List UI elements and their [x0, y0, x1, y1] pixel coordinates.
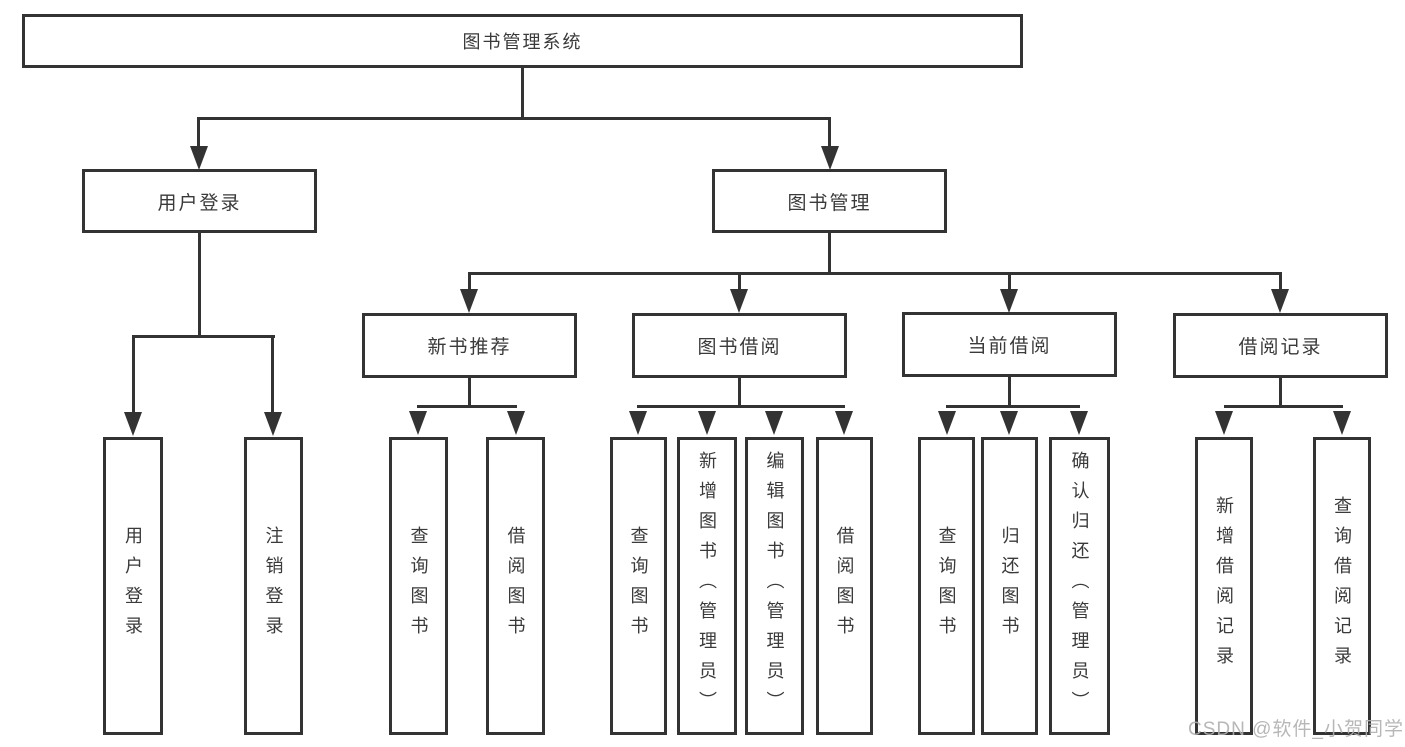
- leaf-add-book-admin: 新增图书（管理员）: [677, 437, 737, 735]
- arrow-down-icon: [629, 411, 647, 435]
- leaf-label: 查询借阅记录: [1332, 496, 1352, 676]
- connector-vline: [197, 117, 200, 147]
- leaf-label: 借阅图书: [505, 526, 526, 646]
- leaf-label: 归还图书: [999, 526, 1020, 646]
- connector-hline: [132, 335, 275, 338]
- arrow-down-icon: [124, 412, 142, 436]
- connector-vline: [521, 68, 524, 120]
- arrow-down-icon: [264, 412, 282, 436]
- connector-vline: [271, 335, 274, 413]
- csdn-watermark: CSDN @软件_小贺同学: [1188, 719, 1404, 740]
- leaf-label: 新增借阅记录: [1214, 496, 1234, 676]
- arrow-down-icon: [765, 411, 783, 435]
- leaf-logout: 注销登录: [244, 437, 303, 735]
- connector-vline: [1008, 377, 1011, 408]
- connector-hline: [417, 405, 517, 408]
- arrow-down-icon: [1271, 289, 1289, 313]
- node-user-login: 用户登录: [82, 169, 317, 233]
- leaf-confirm-return-admin: 确认归还（管理员）: [1049, 437, 1110, 735]
- connector-hline: [468, 272, 1281, 275]
- leaf-query-borrow-record: 查询借阅记录: [1313, 437, 1371, 735]
- leaf-label: 注销登录: [263, 526, 284, 646]
- leaf-add-borrow-record: 新增借阅记录: [1195, 437, 1253, 735]
- arrow-down-icon: [1215, 411, 1233, 435]
- connector-vline: [828, 117, 831, 147]
- connector-hline: [637, 405, 845, 408]
- connector-vline: [738, 378, 741, 408]
- connector-vline: [132, 335, 135, 413]
- arrow-down-icon: [190, 146, 208, 170]
- leaf-label: 查询图书: [408, 526, 429, 646]
- arrow-down-icon: [835, 411, 853, 435]
- arrow-down-icon: [1000, 411, 1018, 435]
- leaf-label: 用户登录: [123, 526, 143, 646]
- leaf-user-login: 用户登录: [103, 437, 163, 735]
- connector-vline: [1008, 272, 1011, 290]
- connector-vline: [198, 233, 201, 338]
- node-current-borrow: 当前借阅: [902, 312, 1117, 377]
- leaf-label: 查询图书: [628, 526, 649, 646]
- arrow-down-icon: [409, 411, 427, 435]
- connector-vline: [828, 233, 831, 274]
- node-book-management: 图书管理: [712, 169, 947, 233]
- connector-vline: [468, 272, 471, 290]
- arrow-down-icon: [460, 289, 478, 313]
- leaf-label: 借阅图书: [834, 526, 855, 646]
- connector-hline: [198, 117, 831, 120]
- leaf-borrow-books: 借阅图书: [816, 437, 873, 735]
- node-library-system: 图书管理系统: [22, 14, 1023, 68]
- leaf-borrow-books-recommend: 借阅图书: [486, 437, 545, 735]
- leaf-label: 新增图书（管理员）: [697, 451, 717, 721]
- leaf-return-book: 归还图书: [981, 437, 1038, 735]
- leaf-query-books-recommend: 查询图书: [389, 437, 448, 735]
- node-new-book-recommend: 新书推荐: [362, 313, 577, 378]
- connector-vline: [468, 378, 471, 408]
- arrow-down-icon: [821, 146, 839, 170]
- arrow-down-icon: [938, 411, 956, 435]
- arrow-down-icon: [1000, 289, 1018, 313]
- leaf-query-books-current: 查询图书: [918, 437, 975, 735]
- leaf-label: 编辑图书（管理员）: [764, 451, 785, 721]
- leaf-label: 确认归还（管理员）: [1069, 451, 1090, 721]
- arrow-down-icon: [1070, 411, 1088, 435]
- arrow-down-icon: [698, 411, 716, 435]
- connector-vline: [738, 272, 741, 290]
- node-book-borrow: 图书借阅: [632, 313, 847, 378]
- leaf-edit-book-admin: 编辑图书（管理员）: [745, 437, 804, 735]
- connector-hline: [1224, 405, 1343, 408]
- leaf-label: 查询图书: [936, 526, 957, 646]
- arrow-down-icon: [507, 411, 525, 435]
- connector-vline: [1279, 272, 1282, 290]
- arrow-down-icon: [730, 289, 748, 313]
- arrow-down-icon: [1333, 411, 1351, 435]
- node-borrow-records: 借阅记录: [1173, 313, 1388, 378]
- connector-vline: [1279, 378, 1282, 408]
- leaf-query-books-borrow: 查询图书: [610, 437, 667, 735]
- connector-hline: [946, 405, 1080, 408]
